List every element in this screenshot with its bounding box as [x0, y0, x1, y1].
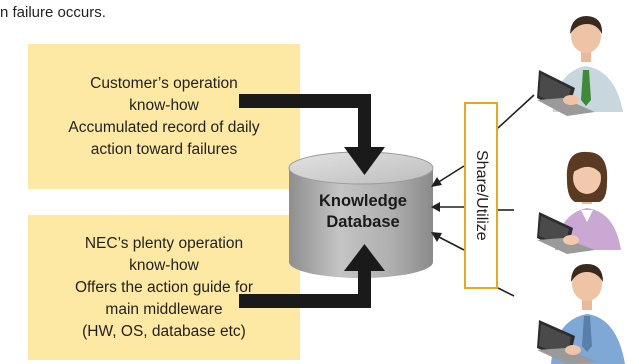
nec-line: main middleware [105, 300, 223, 318]
customer-line: know-how [129, 96, 199, 114]
nec-line: know-how [129, 256, 199, 274]
caption-text: n failure occurs. [0, 4, 106, 21]
database-label-line2: Database [326, 213, 400, 231]
share-arrow-icon [431, 165, 465, 187]
businesswoman-laptop-icon [537, 151, 621, 254]
nec-line: (HW, OS, database etc) [82, 322, 246, 340]
businessman-laptop-icon [537, 16, 623, 116]
customer-knowhow-box: Customer’s operation know-how Accumulate… [28, 44, 300, 189]
database-label-line1: Knowledge [318, 192, 407, 210]
nec-line: NEC’s plenty operation [84, 234, 244, 252]
share-utilize-bar: Share/Utilize [464, 102, 498, 289]
nec-knowhow-box: NEC’s plenty operation know-how Offers t… [28, 215, 300, 360]
nec-line: Offers the action guide for [74, 278, 254, 296]
customer-line: action toward failures [90, 140, 238, 158]
customer-to-database-arrow [239, 94, 385, 175]
businessman-blue-shirt-laptop-icon [537, 264, 625, 364]
share-arrow-icon [431, 232, 465, 251]
customer-line: Customer’s operation [90, 74, 238, 92]
share-arrow-icon [431, 202, 464, 212]
share-utilize-label: Share/Utilize [473, 150, 490, 241]
nec-to-database-arrow [239, 244, 385, 308]
database-label: Knowledge Database [300, 191, 426, 233]
customer-line: Accumulated record of daily [68, 118, 260, 136]
connector-lines [497, 94, 535, 297]
